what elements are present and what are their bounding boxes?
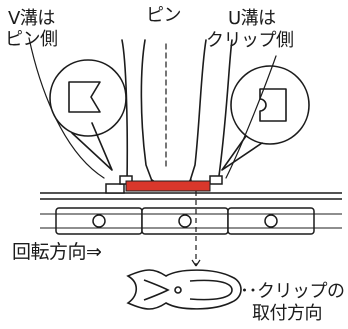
chain — [40, 175, 342, 235]
v-groove-label-line1: V溝は — [8, 8, 55, 29]
pliers-tool — [121, 39, 233, 184]
u-groove-label-line1: U溝は — [228, 8, 276, 29]
v-groove-shape-icon — [68, 81, 101, 113]
clip-plate — [125, 180, 211, 192]
clip-direction-label-line2: 取付方向 — [252, 303, 323, 324]
rotation-direction-label: 回転方向⇒ — [12, 241, 102, 263]
u-groove-label-line2: クリップ側 — [206, 30, 294, 51]
v-groove-label-line2: ピン側 — [5, 29, 58, 50]
u-groove-callout — [221, 65, 310, 171]
v-groove-callout — [49, 59, 127, 171]
pin-label: ピン — [146, 5, 182, 26]
clip-icon — [126, 269, 242, 310]
clip-direction-label-line1: ･･クリップの — [240, 281, 345, 302]
u-groove-shape-icon — [259, 88, 287, 122]
